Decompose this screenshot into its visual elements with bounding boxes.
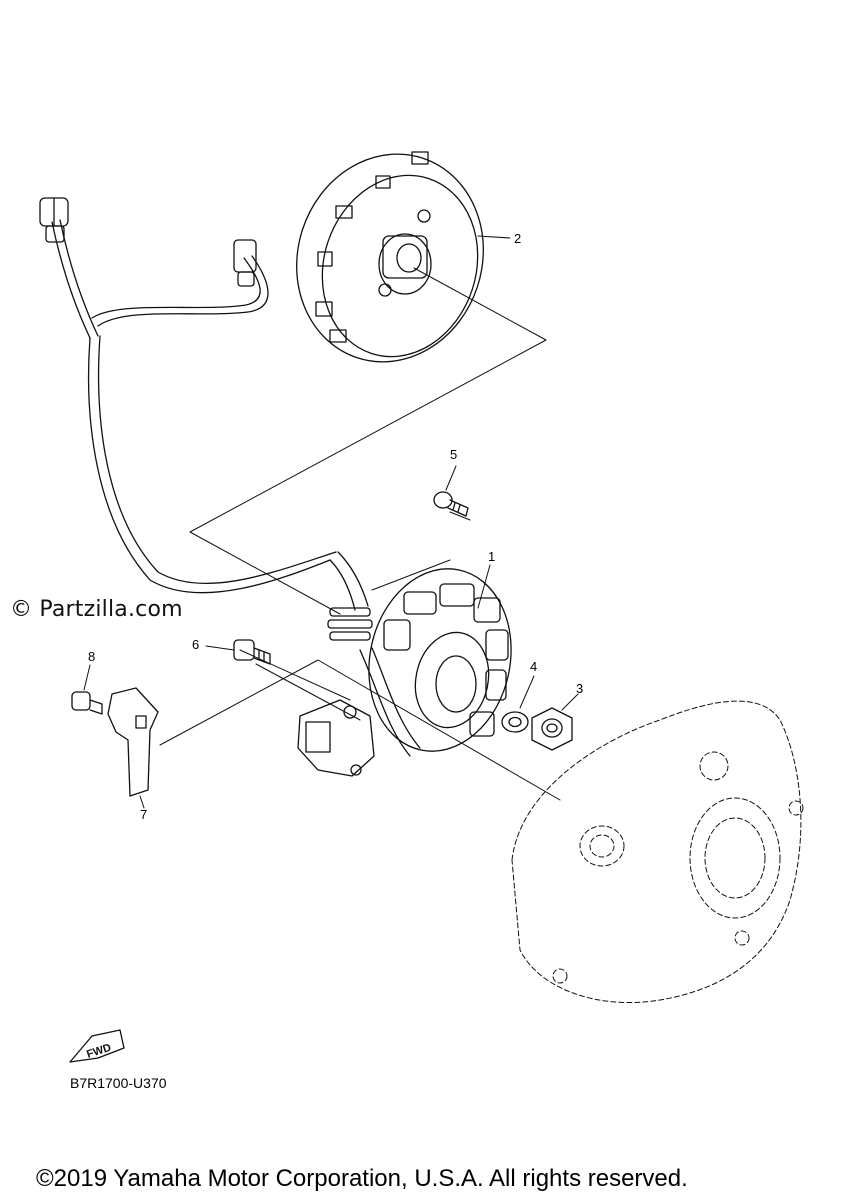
bolt-5 (433, 491, 469, 517)
wire-connector-upper-right (233, 239, 257, 287)
callout-1: 1 (488, 549, 496, 564)
washer (501, 711, 529, 733)
copyright-notice: ©2019 Yamaha Motor Corporation, U.S.A. A… (36, 1165, 688, 1192)
watermark: © Partzilla.com (10, 597, 183, 622)
callout-leaders (83, 235, 579, 809)
diagram-code: B7R1700-U370 (70, 1075, 167, 1091)
callout-6: 6 (192, 637, 200, 652)
wire-harness (51, 219, 373, 641)
callout-2: 2 (514, 231, 522, 246)
callout-3: 3 (576, 681, 584, 696)
crankcase-cover (511, 700, 804, 1004)
bolt-6 (233, 639, 271, 665)
assembly-guide-lines (159, 267, 561, 801)
callout-4: 4 (530, 659, 538, 674)
flywheel-rotor (296, 151, 484, 363)
wire-clamp (107, 687, 159, 797)
callout-8: 8 (88, 649, 96, 664)
callout-5: 5 (450, 447, 458, 462)
screw-8 (71, 691, 103, 715)
pickup-coil (297, 699, 375, 777)
stator-coil (359, 568, 512, 757)
wire-connector-upper-left (39, 197, 69, 243)
fwd-arrow-icon: FWD (69, 1029, 125, 1063)
flange-nut (531, 707, 573, 751)
callout-7: 7 (140, 807, 148, 822)
